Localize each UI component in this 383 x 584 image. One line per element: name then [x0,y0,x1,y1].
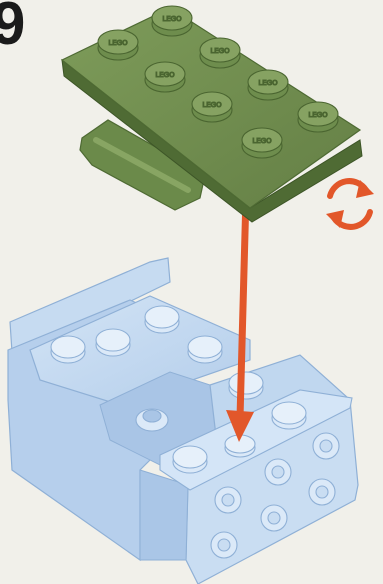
stud: LEGO [248,70,288,100]
blue-base-brick [8,258,358,584]
stud: LEGO [152,6,192,36]
hollow-stud [136,409,168,431]
stud: LEGO [192,92,232,122]
svg-text:LEGO: LEGO [155,71,175,79]
stud [96,329,130,356]
stud [215,487,241,513]
svg-text:LEGO: LEGO [258,79,278,87]
stud [211,532,237,558]
stud [265,459,291,485]
stud: LEGO [298,102,338,132]
rotate-arrows-icon [326,180,374,228]
stud [272,402,306,429]
svg-text:LEGO: LEGO [108,39,128,47]
stud [51,336,85,363]
svg-text:LEGO: LEGO [202,101,222,109]
stud: LEGO [98,30,138,60]
stud: LEGO [200,38,240,68]
stud [313,433,339,459]
stud [188,336,222,363]
svg-text:LEGO: LEGO [162,15,182,23]
svg-text:LEGO: LEGO [252,137,272,145]
stud: LEGO [145,62,185,92]
svg-text:LEGO: LEGO [308,111,328,119]
stud [309,479,335,505]
stud [261,505,287,531]
stud [173,446,207,473]
svg-text:LEGO: LEGO [210,47,230,55]
stud [145,306,179,333]
stud [229,372,263,399]
olive-plate-part: LEGO LEGO LEGO LEGO LEGO LEGO LEGO LEGO [62,6,362,222]
stud: LEGO [242,128,282,158]
